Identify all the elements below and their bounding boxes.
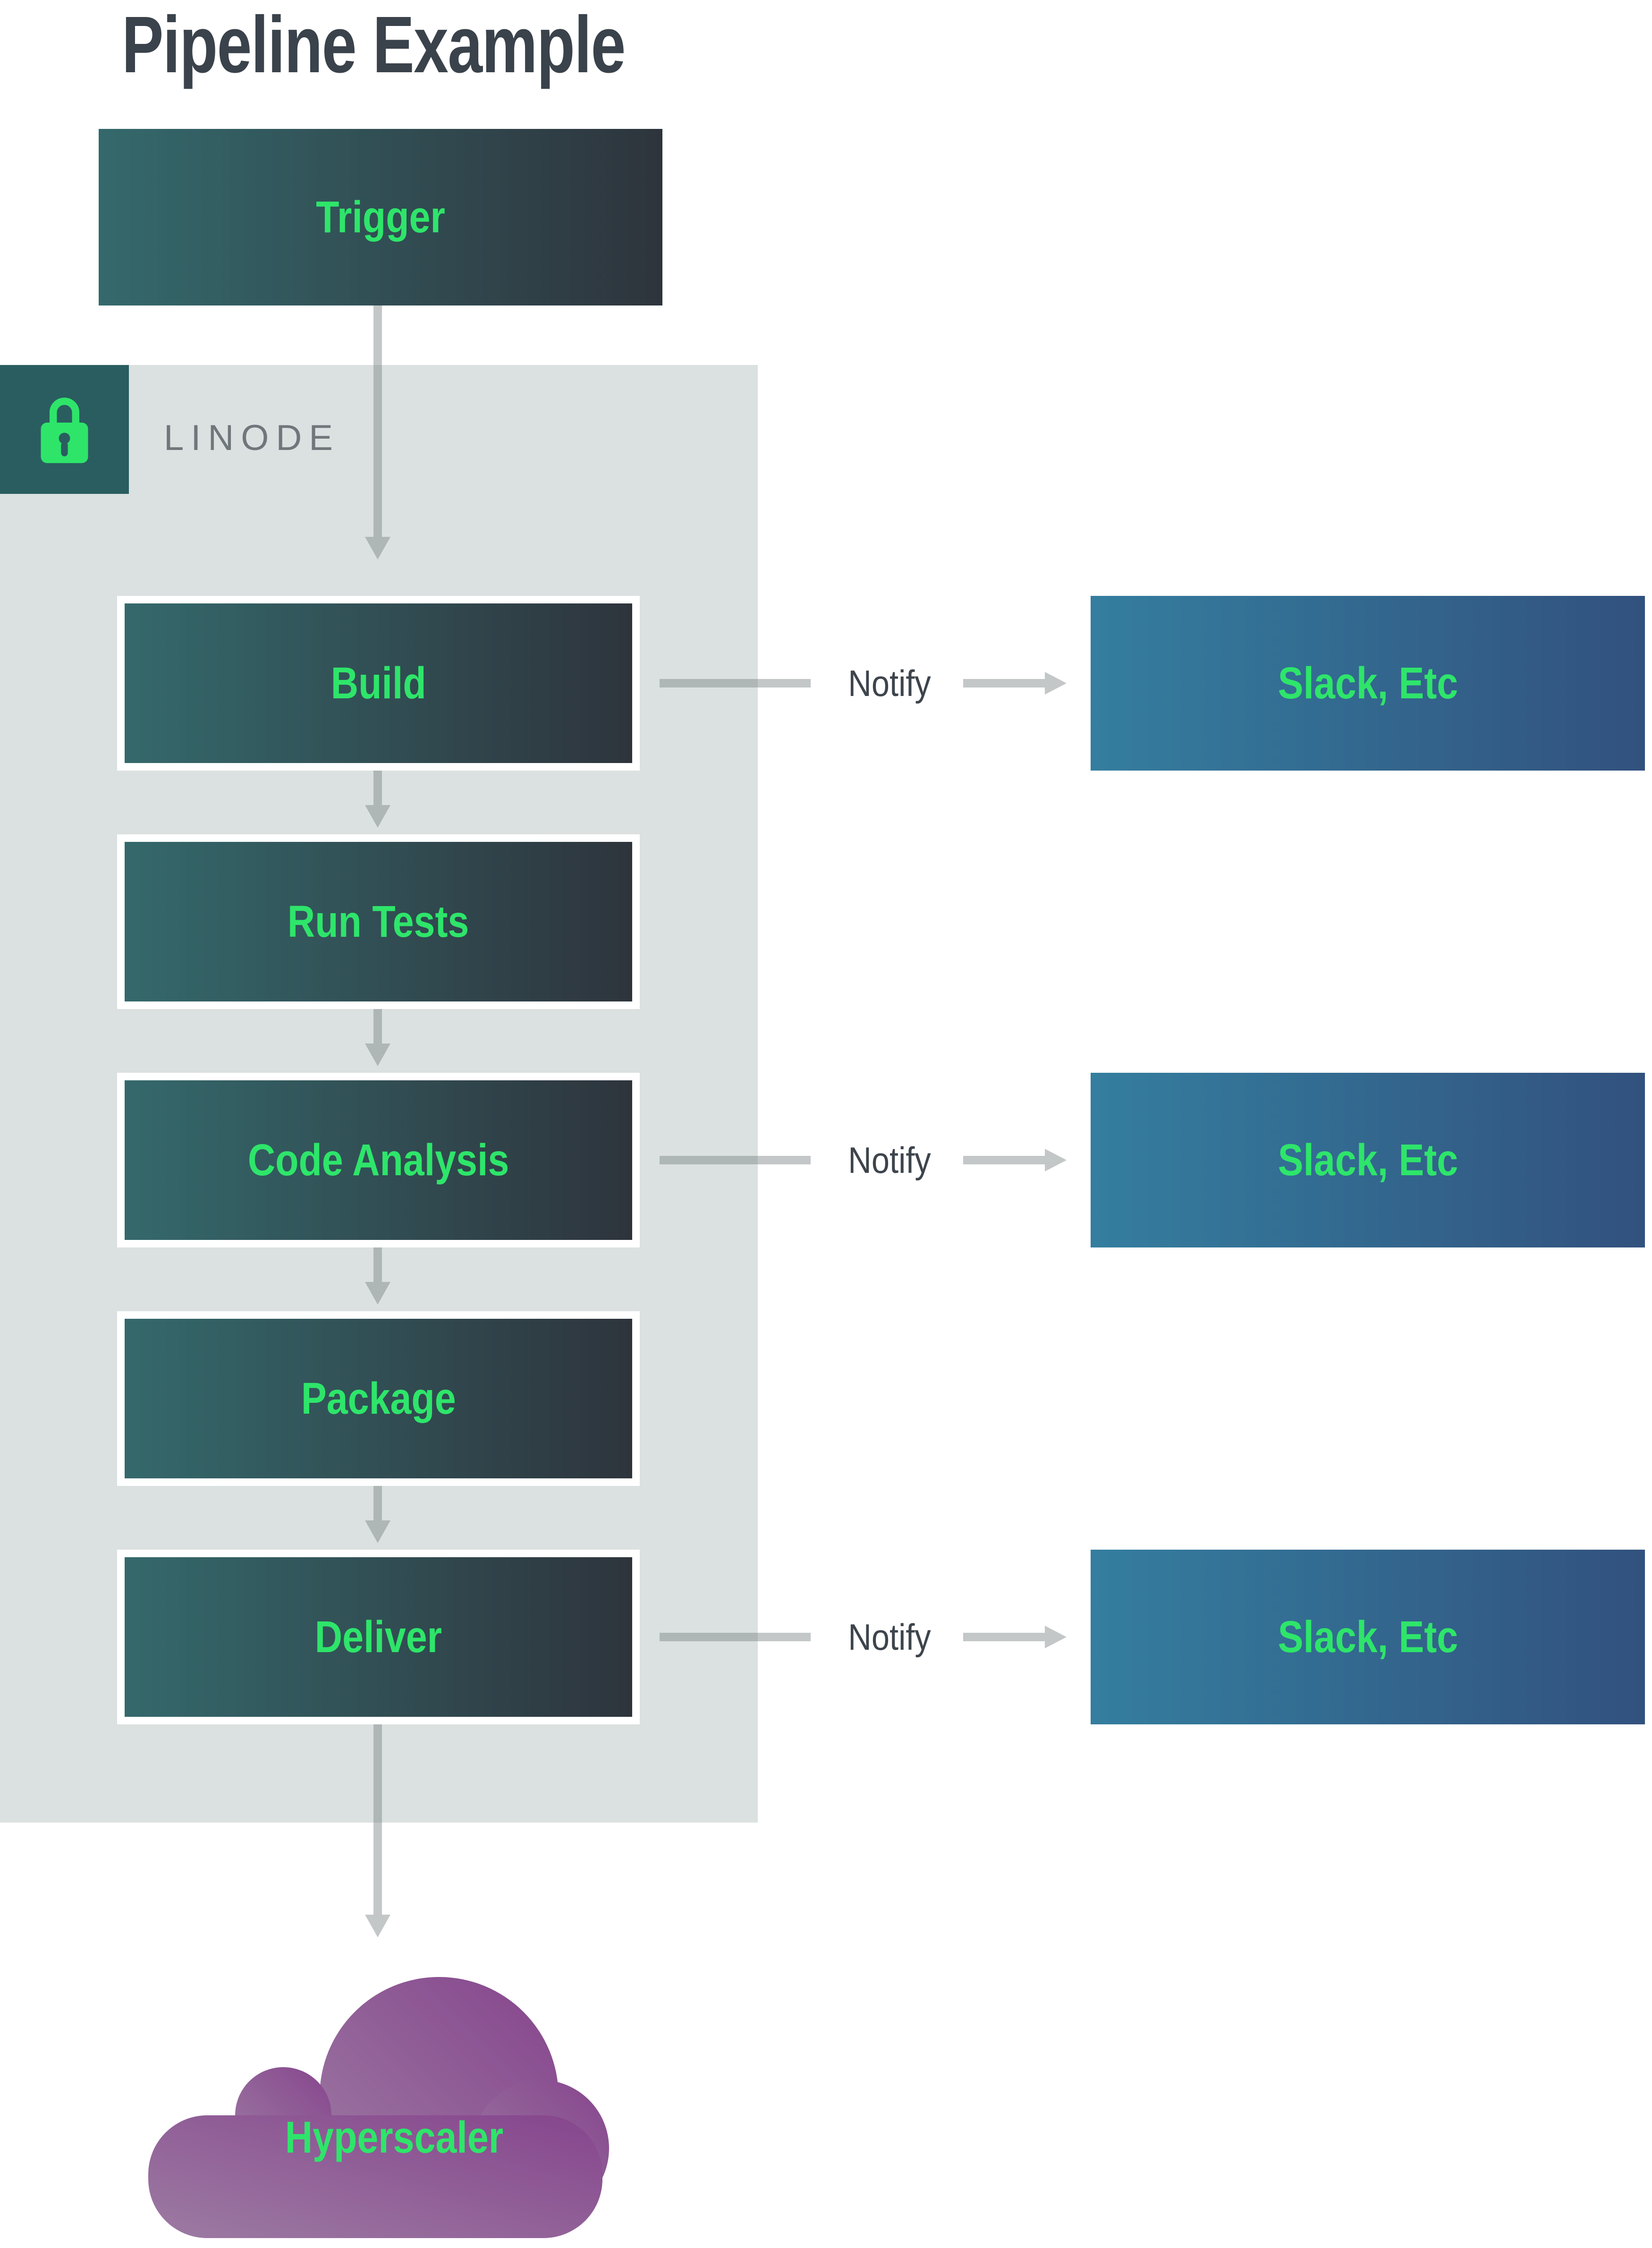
slack-node-deliver: Slack, Etc	[1091, 1550, 1645, 1724]
arrowhead-code-analysis-to-package	[365, 1282, 390, 1305]
stage-label-run-tests: Run Tests	[288, 896, 469, 947]
arrowhead-deliver-to-hyperscaler	[365, 1915, 390, 1937]
notify-arrow-line-code-analysis	[963, 1156, 1045, 1164]
notify-line-build	[660, 679, 811, 687]
slack-label-deliver: Slack, Etc	[1278, 1612, 1458, 1662]
stage-label-package: Package	[301, 1373, 456, 1424]
arrow-deliver-to-hyperscaler	[373, 1724, 382, 1915]
arrow-trigger-to-build	[373, 305, 382, 537]
page-title: Pipeline Example	[122, 0, 626, 90]
notify-label-deliver: Notify	[848, 1616, 931, 1658]
notify-arrow-line-build	[963, 679, 1045, 687]
lock-icon	[41, 398, 88, 463]
stage-label-code-analysis: Code Analysis	[247, 1135, 509, 1185]
slack-node-code-analysis: Slack, Etc	[1091, 1073, 1645, 1247]
slack-node-build: Slack, Etc	[1091, 596, 1645, 771]
stage-node-run-tests: Run Tests	[117, 834, 640, 1009]
arrow-build-to-run-tests	[373, 771, 382, 805]
stage-node-deliver: Deliver	[117, 1550, 640, 1724]
arrow-run-tests-to-code-analysis	[373, 1009, 382, 1043]
arrow-code-analysis-to-package	[373, 1247, 382, 1282]
arrowhead-run-tests-to-code-analysis	[365, 1043, 390, 1066]
arrowhead-build-to-run-tests	[365, 805, 390, 828]
notify-label-build: Notify	[848, 662, 931, 704]
arrowhead-package-to-deliver	[365, 1520, 390, 1543]
stage-node-deliver-inner: Deliver	[125, 1557, 632, 1717]
notify-arrowhead-build	[1045, 672, 1067, 695]
stage-node-package-inner: Package	[125, 1319, 632, 1478]
stage-node-code-analysis: Code Analysis	[117, 1073, 640, 1247]
notify-line-deliver	[660, 1633, 811, 1641]
slack-label-build: Slack, Etc	[1278, 658, 1458, 708]
hyperscaler-label: Hyperscaler	[285, 2112, 504, 2163]
stage-node-build-inner: Build	[125, 603, 632, 763]
stage-node-code-analysis-inner: Code Analysis	[125, 1080, 632, 1240]
stage-node-build: Build	[117, 596, 640, 771]
notify-arrow-line-deliver	[963, 1633, 1045, 1641]
notify-arrowhead-code-analysis	[1045, 1149, 1067, 1171]
trigger-node: Trigger	[99, 129, 662, 305]
linode-label: LINODE	[164, 418, 340, 458]
stage-node-package: Package	[117, 1311, 640, 1486]
slack-label-code-analysis: Slack, Etc	[1278, 1135, 1458, 1185]
arrowhead-trigger-to-build	[365, 537, 390, 560]
trigger-label: Trigger	[316, 192, 445, 242]
notify-label-code-analysis: Notify	[848, 1139, 931, 1181]
notify-line-code-analysis	[660, 1156, 811, 1164]
stage-label-deliver: Deliver	[314, 1612, 442, 1662]
notify-arrowhead-deliver	[1045, 1626, 1067, 1648]
lock-tile	[0, 365, 129, 494]
arrow-package-to-deliver	[373, 1486, 382, 1520]
stage-label-build: Build	[330, 658, 426, 708]
hyperscaler-cloud-icon	[148, 1977, 609, 2238]
stage-node-run-tests-inner: Run Tests	[125, 842, 632, 1001]
